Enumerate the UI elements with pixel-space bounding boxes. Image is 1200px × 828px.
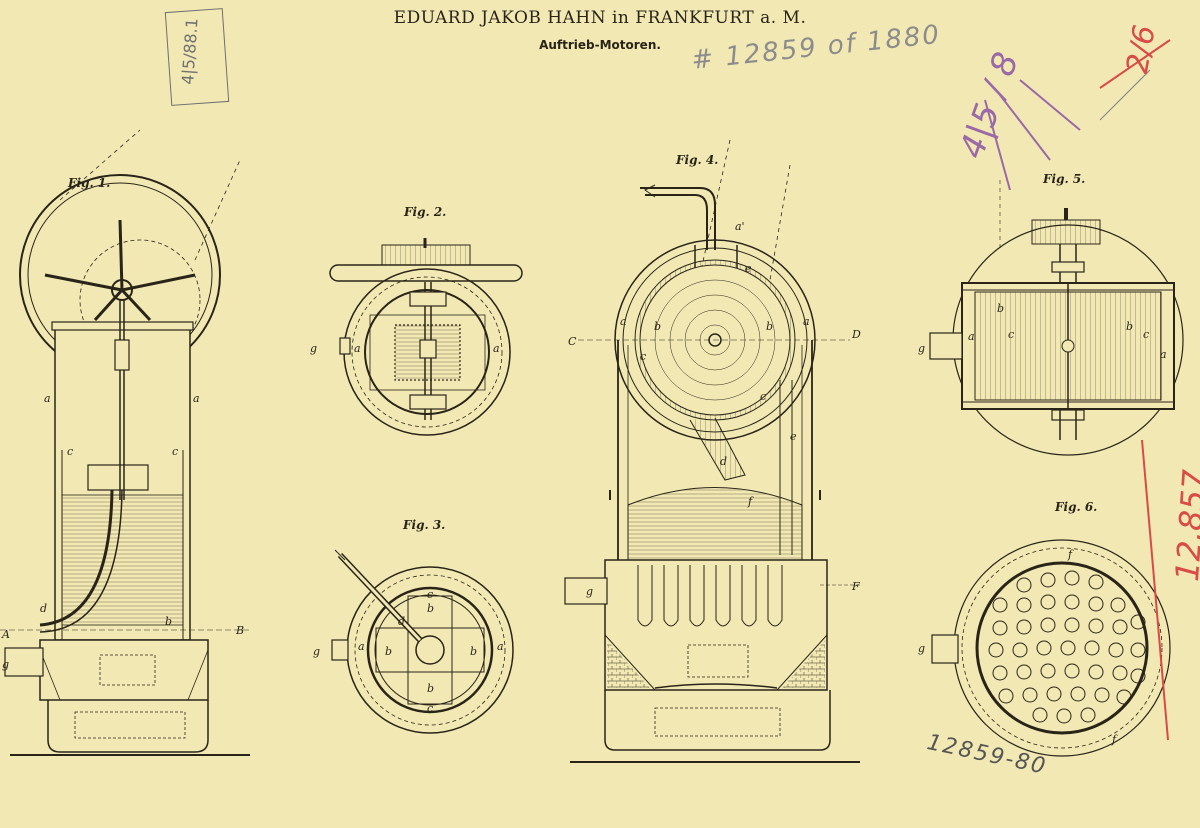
- svg-text:c: c: [67, 445, 73, 458]
- svg-text:C: C: [568, 335, 577, 348]
- figure-4-drawing: a' e C D a a b b c c e d f g F: [564, 139, 861, 763]
- purple-marks: [984, 79, 1081, 191]
- fig-2-label: Fig. 2.: [404, 205, 447, 219]
- svg-text:a: a: [1160, 348, 1167, 361]
- svg-text:B: B: [235, 624, 244, 637]
- svg-text:a: a: [497, 640, 504, 653]
- svg-text:a: a: [44, 392, 51, 405]
- svg-text:D: D: [851, 328, 861, 341]
- svg-text:c: c: [760, 390, 766, 403]
- svg-text:d: d: [720, 455, 727, 468]
- red-margin-line: [1141, 439, 1169, 741]
- svg-text:c: c: [172, 445, 178, 458]
- svg-text:c: c: [640, 350, 646, 363]
- svg-text:g: g: [2, 658, 9, 671]
- fig-4-label: Fig. 4.: [676, 153, 719, 167]
- svg-text:g: g: [586, 585, 593, 598]
- fig-1-label: Fig. 1.: [68, 176, 111, 190]
- figure-3-drawing: g a a d b b b b c c: [313, 549, 514, 734]
- svg-text:c: c: [1143, 328, 1149, 341]
- svg-text:a: a: [968, 330, 975, 343]
- svg-text:b: b: [1126, 320, 1133, 333]
- svg-text:f: f: [747, 495, 754, 508]
- figure-6-drawing: g f f: [918, 539, 1171, 757]
- svg-text:a: a: [358, 640, 365, 653]
- svg-text:c: c: [427, 588, 433, 601]
- svg-text:b: b: [427, 682, 434, 695]
- svg-text:F: F: [851, 580, 860, 593]
- svg-text:d: d: [398, 615, 405, 628]
- svg-text:b: b: [470, 645, 477, 658]
- svg-text:a: a: [354, 342, 361, 355]
- svg-text:f: f: [1111, 733, 1118, 746]
- svg-text:g: g: [313, 645, 320, 658]
- fig-5-label: Fig. 5.: [1043, 172, 1086, 186]
- pencil-marks: [1099, 69, 1151, 121]
- svg-text:b: b: [766, 320, 773, 333]
- svg-text:b: b: [385, 645, 392, 658]
- svg-text:A: A: [1, 628, 10, 641]
- svg-text:c: c: [1008, 328, 1014, 341]
- figure-6-tubes: [988, 570, 1146, 724]
- svg-text:a': a': [735, 220, 745, 233]
- svg-text:f: f: [1067, 548, 1074, 561]
- svg-text:e: e: [745, 262, 752, 275]
- svg-text:b: b: [654, 320, 661, 333]
- svg-text:b: b: [997, 302, 1004, 315]
- svg-text:c: c: [427, 702, 433, 715]
- svg-text:a: a: [193, 392, 200, 405]
- svg-text:g: g: [310, 342, 317, 355]
- page-title: EDUARD JAKOB HAHN in FRANKFURT a. M.: [393, 8, 807, 28]
- fig-6-label: Fig. 6.: [1055, 500, 1098, 514]
- figure-5-drawing: g a a b b c c: [918, 180, 1184, 456]
- page-subtitle: Auftrieb-Motoren.: [539, 38, 661, 52]
- fig-3-label: Fig. 3.: [403, 518, 446, 532]
- red-fraction-bar: [1099, 39, 1171, 89]
- svg-text:a: a: [620, 315, 627, 328]
- svg-text:a: a: [803, 315, 810, 328]
- svg-text:g: g: [918, 642, 925, 655]
- svg-text:d: d: [40, 602, 47, 615]
- figure-2-drawing: g a a: [310, 238, 523, 436]
- figure-1-drawing: a a c c d b A B g: [0, 129, 250, 756]
- svg-text:b: b: [165, 615, 172, 628]
- svg-text:a: a: [493, 342, 500, 355]
- svg-text:e: e: [790, 430, 797, 443]
- svg-text:g: g: [918, 342, 925, 355]
- svg-text:b: b: [427, 602, 434, 615]
